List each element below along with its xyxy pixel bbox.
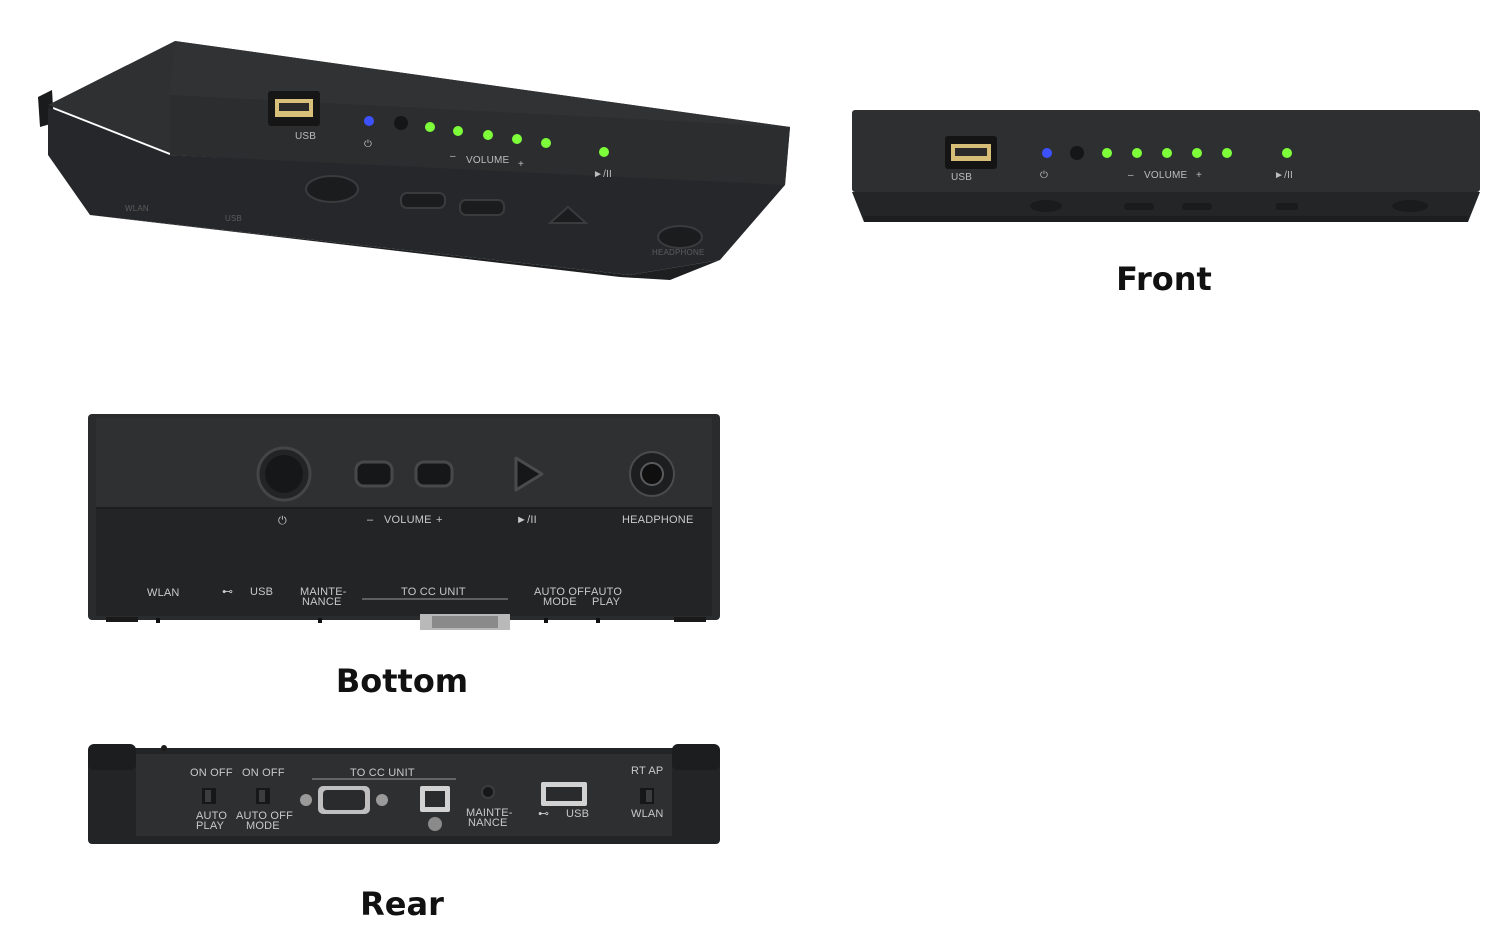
angled-plus-label: + — [518, 159, 524, 170]
rear-maint-l2: NANCE — [468, 817, 508, 829]
bottom-plus-label: + — [436, 514, 443, 526]
angled-view-device: USB ⏻ – VOLUME + ►/II WLAN USB HEADPHONE — [38, 41, 790, 280]
bottom-autoplay-l1: AUTO — [591, 586, 622, 598]
rear-autooff-l1: AUTO OFF — [236, 810, 293, 822]
angled-wlan-label: WLAN — [125, 204, 149, 213]
angled-volume-label: VOLUME — [466, 155, 510, 166]
bottom-minus-label: – — [367, 514, 374, 526]
angled-usb2-label: USB — [225, 214, 242, 223]
bottom-caption: Bottom — [335, 662, 469, 700]
bottom-volume-label: VOLUME — [384, 514, 432, 526]
bottom-tocc-label: TO CC UNIT — [401, 586, 466, 598]
angled-playpause-label: ►/II — [593, 169, 612, 180]
svg-text:⏻: ⏻ — [364, 139, 372, 150]
rear-rtap-label: RT AP — [631, 765, 663, 777]
rear-autoplay-l2: PLAY — [196, 820, 225, 832]
front-view-device: USB ⏻ – VOLUME + ►/II — [852, 110, 1480, 222]
bottom-autooff-l2: MODE — [543, 596, 577, 608]
bottom-usb-label: USB — [250, 586, 273, 598]
svg-text:⊷: ⊷ — [222, 586, 233, 598]
bottom-headphone-label: HEADPHONE — [622, 514, 693, 526]
front-plus-label: + — [1196, 170, 1202, 181]
bottom-autooff-l1: AUTO OFF — [534, 586, 591, 598]
bottom-playpause-label: ►/II — [516, 514, 537, 526]
front-caption: Front — [1116, 260, 1212, 298]
rear-maint-l1: MAINTE- — [466, 807, 513, 819]
svg-text:⊷: ⊷ — [538, 808, 549, 820]
rear-usb-label: USB — [566, 808, 589, 820]
front-minus-label: – — [1128, 170, 1134, 181]
rear-caption: Rear — [360, 885, 444, 923]
rear-autoplay-l1: AUTO — [196, 810, 227, 822]
rear-tocc-label: TO CC UNIT — [350, 767, 415, 779]
angled-usb-label: USB — [295, 131, 316, 142]
rear-wlan-label: WLAN — [631, 808, 664, 820]
angled-headphone-label: HEADPHONE — [652, 248, 704, 257]
svg-text:⏻: ⏻ — [278, 515, 287, 527]
rear-view-device: ON OFF ON OFF TO CC UNIT RT AP MAINTE- N… — [88, 744, 720, 844]
front-playpause-label: ►/II — [1274, 170, 1293, 181]
bottom-maint-l2: NANCE — [302, 596, 342, 608]
svg-text:⏻: ⏻ — [1040, 170, 1048, 181]
bottom-autoplay-l2: PLAY — [592, 596, 621, 608]
rear-autooff-l2: MODE — [246, 820, 280, 832]
front-volume-label: VOLUME — [1144, 170, 1188, 181]
bottom-wlan-label: WLAN — [147, 587, 180, 599]
bottom-maint-l1: MAINTE- — [300, 586, 347, 598]
rear-onoff-1: ON OFF — [190, 767, 233, 779]
rear-onoff-2: ON OFF — [242, 767, 285, 779]
angled-minus-label: – — [450, 151, 456, 162]
front-usb-label: USB — [951, 172, 972, 183]
bottom-view-device: ⏻ – VOLUME + ►/II HEADPHONE WLAN ⊷ USB M… — [88, 414, 720, 630]
